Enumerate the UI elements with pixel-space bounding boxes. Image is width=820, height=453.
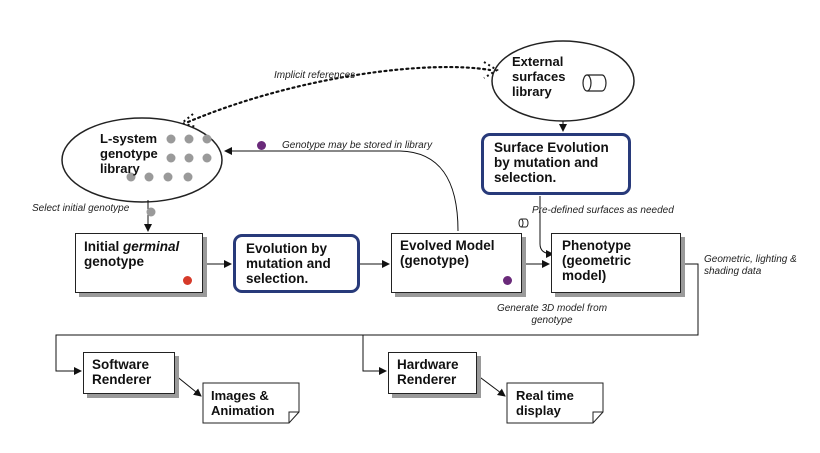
stored-genotype-dot [257,141,266,150]
lsystem-library-ellipse [61,117,223,203]
real-time-display-shape [506,382,604,424]
red-genotype-dot [183,276,192,285]
lsystem-library-label: L-system genotype library [100,131,158,176]
predefined-surfaces-note: Pre-defined surfaces as needed [532,205,674,216]
surface-evolution-box: Surface Evolution by mutation and select… [481,133,631,195]
generate-3d-note: Generate 3D model from genotype [496,303,608,326]
software-renderer-box: Software Renderer [83,352,175,394]
implicit-references-arc [186,66,492,124]
real-time-display-label: Real time display [516,388,574,418]
images-animation-label: Images & Animation [211,388,275,418]
evolution-box: Evolution by mutation and selection. [233,234,360,293]
small-cylinder-icon [518,218,529,228]
implicit-references-note: Implicit references [274,70,356,81]
evolved-model-box: Evolved Model (genotype) [391,233,522,293]
cylinder-icon [582,74,607,92]
hardware-renderer-box: Hardware Renderer [388,352,477,394]
surface-evolution-label: Surface Evolution by mutation and select… [494,140,609,185]
hardware-renderer-label: Hardware Renderer [397,357,459,387]
purple-genotype-dot [503,276,512,285]
images-animation-shape [202,382,300,424]
phenotype-label: Phenotype (geometric model) [562,238,632,283]
select-initial-note: Select initial genotype [32,203,130,214]
geometric-data-note: Geometric, lighting & shading data [704,254,797,277]
evolved-model-label: Evolved Model (genotype) [400,238,495,268]
genotype-stored-note: Genotype may be stored in library [282,140,433,151]
software-renderer-label: Software Renderer [92,357,152,387]
evolution-label: Evolution by mutation and selection. [246,241,331,286]
phenotype-box: Phenotype (geometric model) [551,233,681,293]
genotype-dots [126,134,212,182]
external-library-label: External surfaces library [512,54,566,99]
